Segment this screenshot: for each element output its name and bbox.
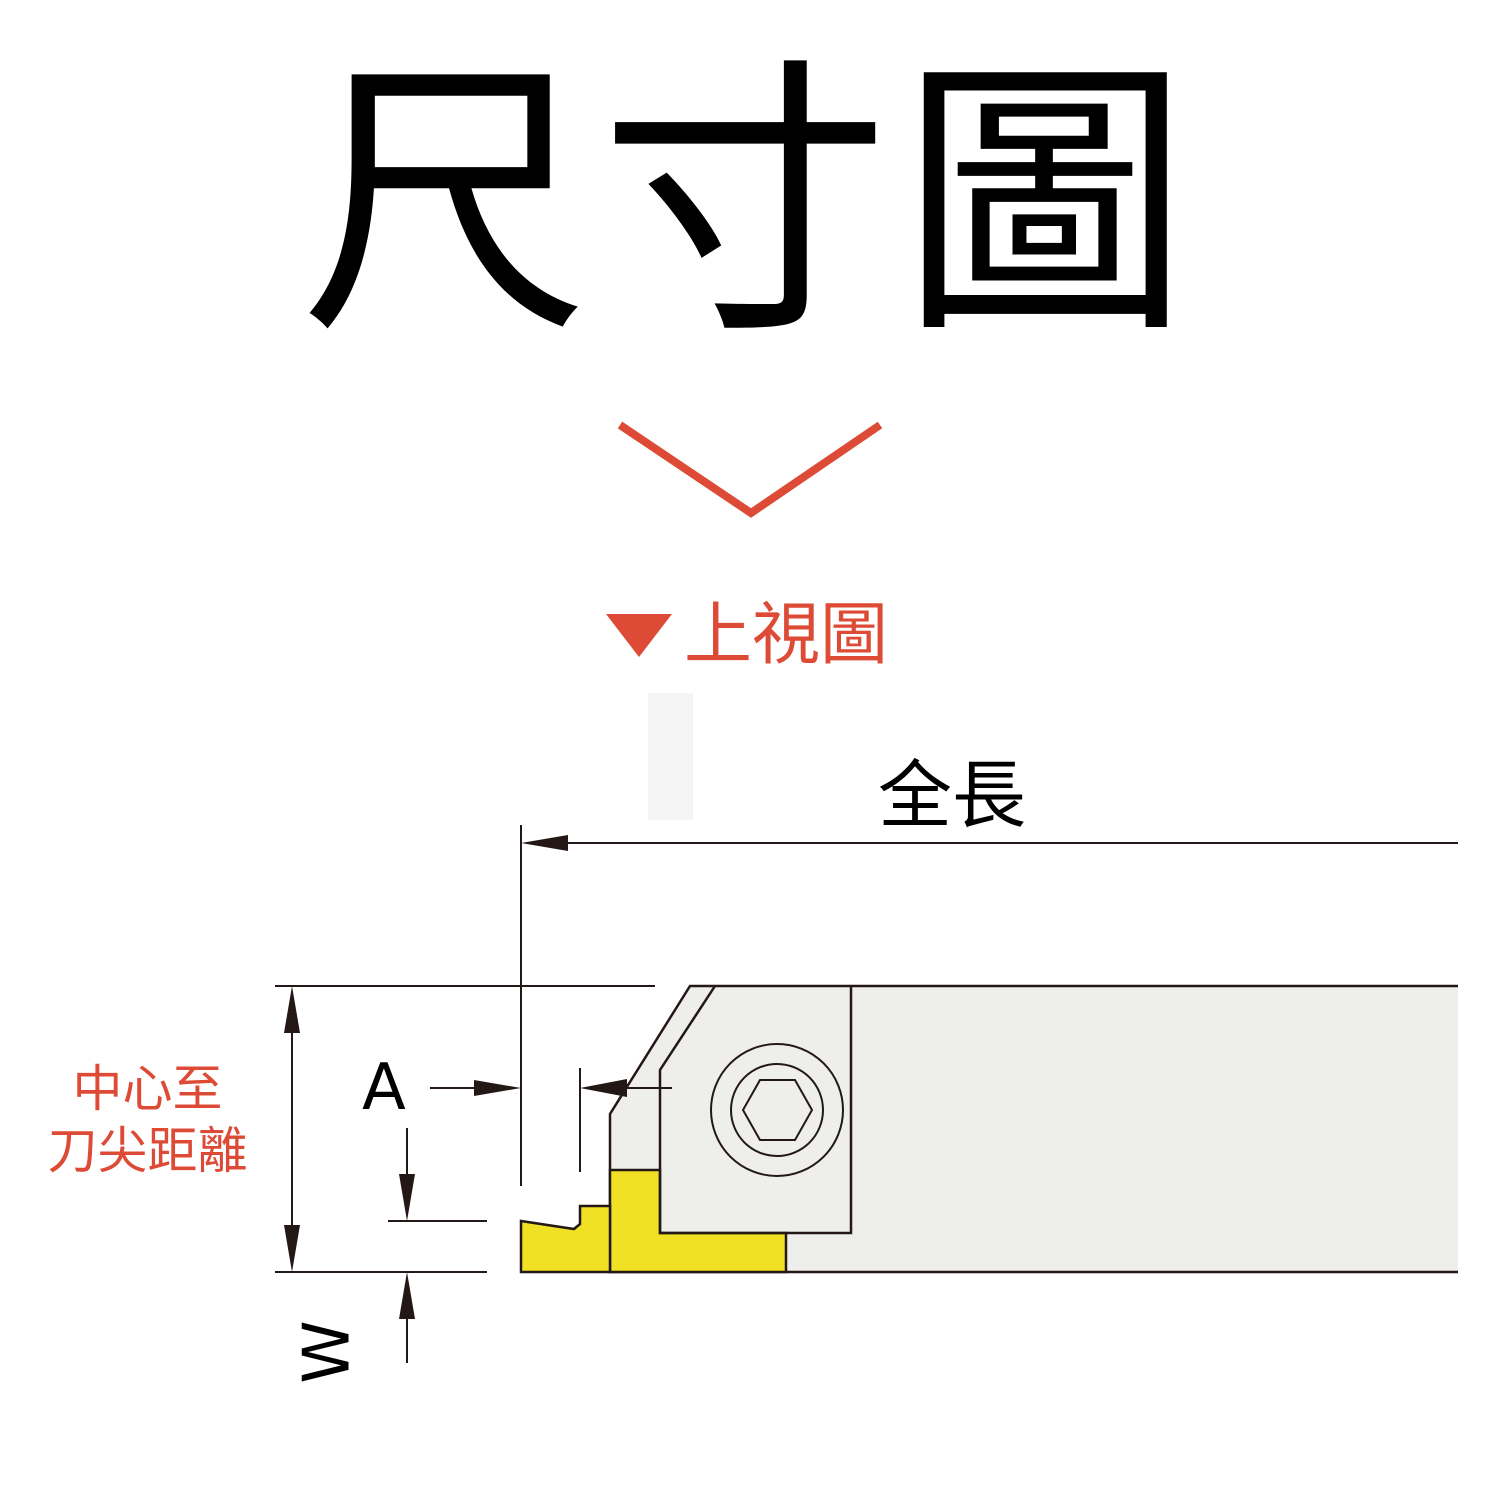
- page-title: 尺寸圖: [300, 36, 1200, 373]
- center-to-tip-label: 中心至 刀尖距離: [40, 1058, 255, 1182]
- arrow-left-icon: [521, 835, 568, 851]
- a-label: A: [362, 1051, 406, 1125]
- overall-length-label: 全長: [878, 753, 1026, 839]
- arrow-right-icon: [474, 1080, 521, 1096]
- view-label: 上視圖: [684, 596, 889, 675]
- chevron-down-icon: [617, 421, 883, 518]
- insert-yellow-tip: [519, 1204, 612, 1274]
- arrow-up-icon: [399, 1272, 415, 1319]
- arrow-up-icon: [284, 986, 300, 1033]
- triangle-marker-icon: [606, 614, 672, 657]
- center-to-tip-line2: 刀尖距離: [47, 1122, 248, 1180]
- center-to-tip-line1: 中心至: [72, 1060, 223, 1118]
- holder-outline: [608, 984, 1458, 1274]
- arrow-down-icon: [284, 1225, 300, 1272]
- clamp-outline: [658, 985, 853, 1235]
- screw-outer: [710, 1043, 844, 1177]
- gray-strip: [648, 693, 693, 820]
- arrow-down-icon: [399, 1174, 415, 1221]
- w-label: W: [290, 1320, 365, 1384]
- arrow-left-icon: [580, 1079, 627, 1097]
- screw-inner: [730, 1063, 824, 1157]
- tool-holder-body: [610, 986, 1458, 1272]
- hex-socket-icon: [741, 1079, 814, 1141]
